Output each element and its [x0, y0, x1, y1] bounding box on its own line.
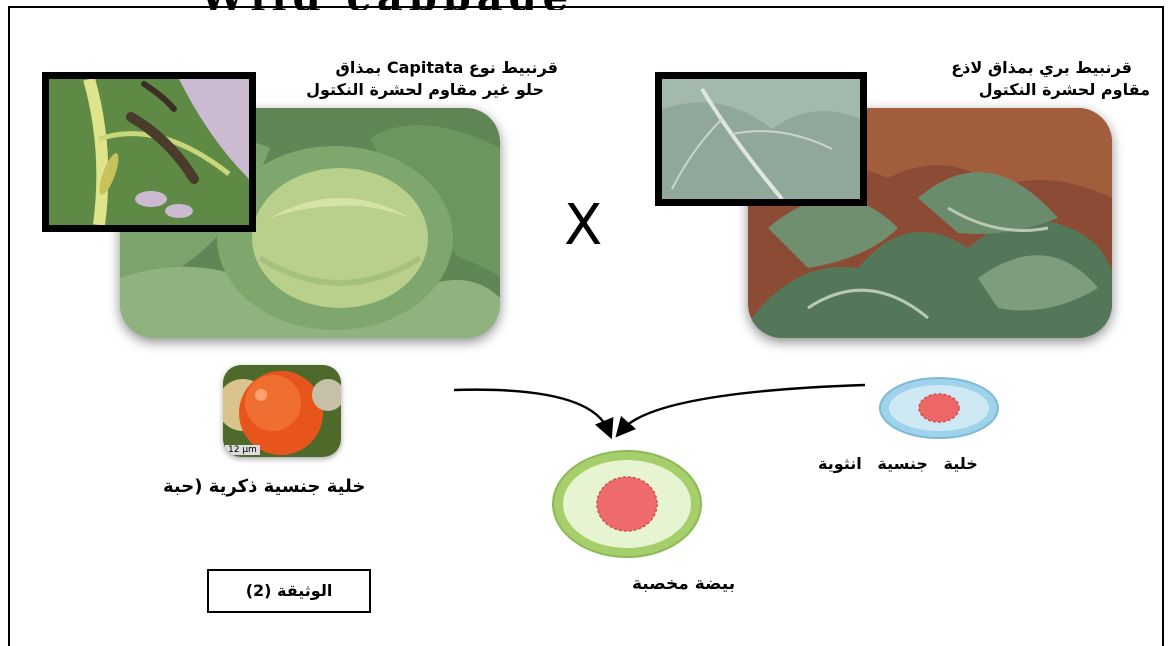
scale-bar-label: 12 µm — [225, 445, 260, 455]
wild-leaf-inset-photo — [655, 72, 867, 206]
pollen-grain-image: 12 µm — [223, 365, 341, 457]
cut-off-header: Wild cabbage — [200, 0, 1020, 10]
left-plant-title-line2: حلو غير مقاوم لحشرة النكتول — [306, 80, 544, 99]
female-cell-caption: خلية جنسية انثوية — [818, 454, 978, 473]
male-cell-caption: خلية جنسية ذكرية (حبة — [163, 476, 365, 497]
document-label-box: الوثيقة (2) — [207, 569, 371, 613]
fertilized-egg-diagram — [550, 448, 704, 560]
arrow-from-ovule — [622, 385, 865, 430]
arrow-from-pollen — [454, 390, 608, 430]
cross-symbol: X — [564, 198, 624, 258]
right-plant-title-line2: مقاوم لحشرة النكتول — [979, 80, 1150, 99]
fertilization-arrows — [440, 370, 880, 450]
female-cell-diagram — [878, 376, 1000, 440]
caterpillar-inset-photo — [42, 72, 256, 232]
left-plant-title-line1: قرنبيط نوع Capitata بمذاق — [336, 58, 558, 77]
right-plant-title-line1: قرنبيط بري بمذاق لاذع — [951, 58, 1132, 77]
document-label: الوثيقة (2) — [209, 581, 369, 600]
fertilized-egg-caption: بيضة مخصبة — [632, 574, 735, 594]
